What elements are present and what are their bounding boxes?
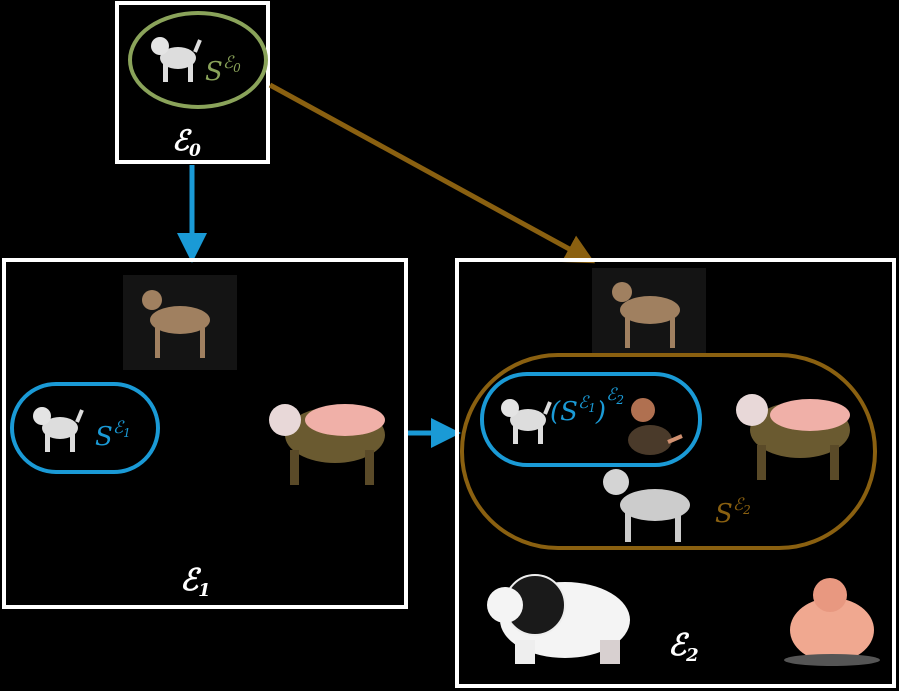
environment-2-label: ℰ2 [668,628,699,666]
saint-bernard-image [736,394,850,480]
puppy-image [628,398,683,455]
labrador-image [603,469,690,542]
set-e0-label: Sℰ0 [205,53,241,87]
set-e2-capsule [460,353,877,550]
set-e2-label: Sℰ2 [715,495,751,529]
environment-0-box: Sℰ0 ℰ0 [115,1,270,164]
set-e1-in-e2-label: (Sℰ1)ℰ2 [550,385,624,427]
environment-0-label: ℰ0 [172,124,201,161]
set-e0-ellipse [128,11,268,109]
terrier-image [31,405,84,454]
saint-bernard-image [269,404,385,485]
set-e1-in-e2-capsule [480,372,702,467]
set-e1-capsule [10,382,160,474]
wolf-image [592,268,706,355]
environment-2-box: (Sℰ1)ℰ2 Sℰ2 ℰ2 [455,258,896,688]
environment-1-label: ℰ1 [180,563,211,601]
arrow-e0-to-e2 [268,82,596,264]
wolf-image [123,275,237,370]
terrier-image [149,35,202,84]
panda-image [487,574,630,664]
terrier-image [499,397,552,446]
environment-1-box: Sℰ1 ℰ1 [2,258,408,609]
set-e1-label: Sℰ1 [95,418,131,452]
orangutan-image [784,578,880,666]
